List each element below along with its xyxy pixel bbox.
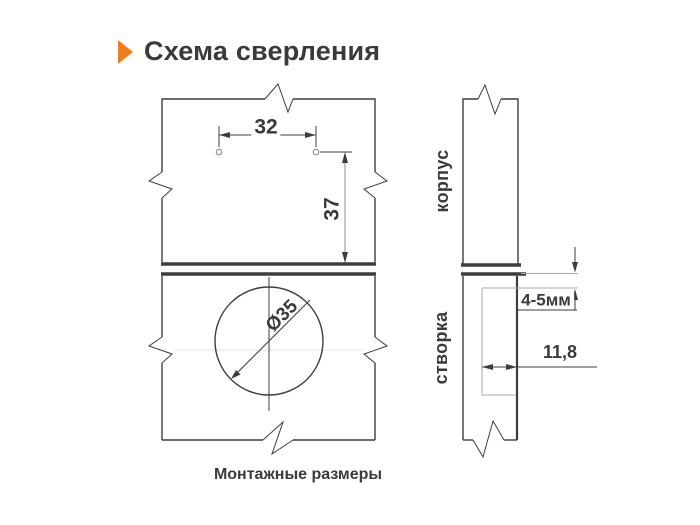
cup-hole-circle (214, 277, 324, 411)
body-panel-label: корпус (432, 149, 452, 213)
dim-hole-spacing (215, 126, 352, 156)
side-view-door-panel (461, 272, 526, 459)
caption: Монтажные размеры (213, 466, 383, 483)
dim-edge-distance-label: 37 (321, 194, 344, 224)
dim-edge-gap (516, 247, 578, 311)
door-panel-label: створка (431, 311, 451, 385)
dim-cup-depth (482, 364, 597, 370)
dim-edge-distance (342, 152, 348, 263)
page-title: Схема сверления (144, 36, 381, 66)
dim-hole-spacing-label: 32 (251, 116, 281, 138)
side-view-body-panel (461, 83, 521, 267)
dim-cup-depth-label: 11,8 (542, 342, 578, 362)
title-arrow-icon (118, 40, 133, 64)
front-view-door-panel (147, 272, 389, 456)
front-view-body-panel (147, 83, 389, 266)
dim-edge-gap-label: 4-5мм (518, 291, 574, 309)
